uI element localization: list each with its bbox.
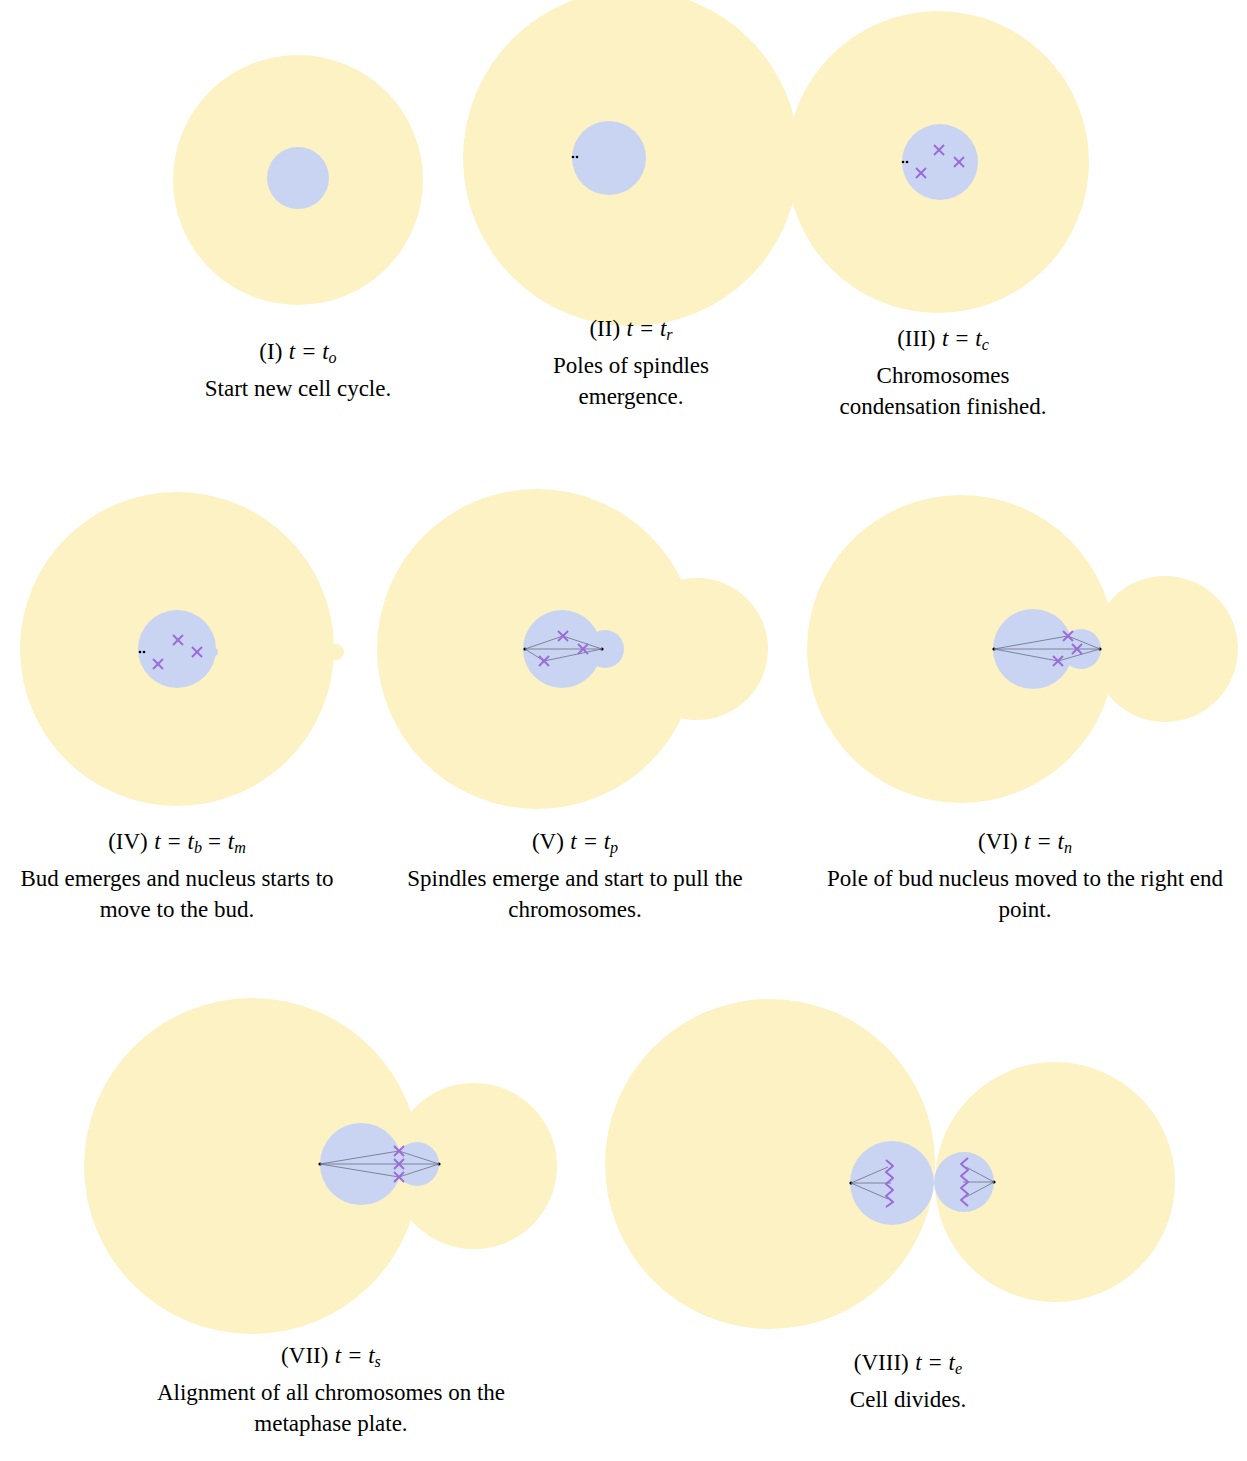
stage-caption: (IV)t = tb = tmBud emerges and nucleus st… (7, 826, 347, 925)
stage-description: Spindles emerge and start to pull the ch… (390, 863, 760, 925)
time-subscript: b (194, 839, 202, 856)
time-subscript: o (329, 349, 337, 366)
time-subscript: n (1064, 839, 1072, 856)
caption-time-line: (I) t = to (133, 336, 463, 373)
stage-description: Pole of bud nucleus moved to the right e… (815, 863, 1235, 925)
time-symbol: t = t (915, 1350, 955, 1375)
stage-caption: (VII) t = tsAlignment of all chromosomes … (106, 1340, 556, 1439)
stage-caption: (VI)t = tnPole of bud nucleus moved to t… (815, 826, 1235, 925)
caption-time-line: (III) t = tc (828, 323, 1058, 360)
time-symbol: t = t (335, 1343, 375, 1368)
stage-description: Start new cell cycle. (133, 373, 463, 404)
stage-number: (VI) (978, 829, 1018, 854)
time-subscript: r (666, 326, 672, 343)
time-symbol: = t (207, 829, 235, 854)
caption-time-line: (V)t = tp (390, 826, 760, 863)
stage-caption: (I) t = toStart new cell cycle. (133, 336, 463, 404)
stage-description: Bud emerges and nucleus starts to move t… (7, 863, 347, 925)
time-symbol: t = t (627, 316, 667, 341)
time-subscript: e (955, 1360, 962, 1377)
caption-time-line: (VI)t = tn (815, 826, 1235, 863)
stage-number: (III) (897, 326, 935, 351)
time-symbol: t = t (154, 829, 194, 854)
time-symbol: t = t (1024, 829, 1064, 854)
stage-description: Alignment of all chromosomes on the meta… (106, 1377, 556, 1439)
stage-description: Poles of spindles emergence. (536, 350, 726, 412)
stage-caption: (III) t = tcChromosomes condensation fini… (828, 323, 1058, 422)
time-subscript: p (610, 839, 618, 856)
stage-description: Cell divides. (743, 1384, 1073, 1415)
time-symbol: t = t (289, 339, 329, 364)
stage-number: (IV) (108, 829, 148, 854)
time-subscript: c (982, 336, 989, 353)
stage-number: (II) (589, 316, 620, 341)
stage-number: (VII) (281, 1343, 328, 1368)
stage-caption: (VIII)t = teCell divides. (743, 1347, 1073, 1415)
caption-time-line: (VII) t = ts (106, 1340, 556, 1377)
caption-time-line: (VIII)t = te (743, 1347, 1073, 1384)
time-symbol: t = t (942, 326, 982, 351)
stage-description: Chromosomes condensation finished. (828, 360, 1058, 422)
time-subscript: m (234, 839, 246, 856)
stage-number: (V) (532, 829, 564, 854)
stage-caption: (V)t = tpSpindles emerge and start to pu… (390, 826, 760, 925)
time-subscript: s (375, 1353, 381, 1370)
time-symbol: t = t (570, 829, 610, 854)
caption-time-line: (II) t = tr (536, 313, 726, 350)
stage-caption: (II) t = trPoles of spindles emergence. (536, 313, 726, 412)
stage-number: (I) (259, 339, 282, 364)
caption-time-line: (IV)t = tb = tm (7, 826, 347, 863)
stage-number: (VIII) (854, 1350, 909, 1375)
